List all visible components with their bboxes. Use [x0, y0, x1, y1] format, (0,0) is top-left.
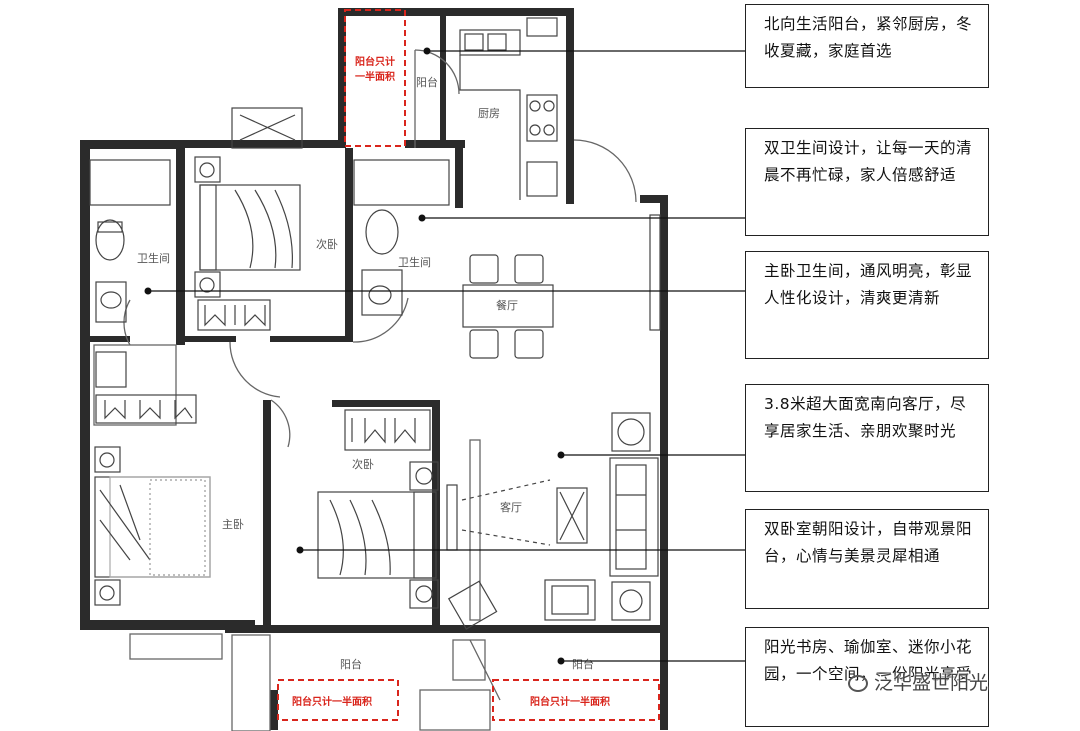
note-north-2: 一半面积 [355, 70, 395, 83]
callout-bedrooms: 双卧室朝阳设计，自带观景阳台，心情与美景灵犀相通 [745, 509, 989, 609]
note-north-1: 阳台只计 [355, 55, 395, 68]
bedroom2-top-furniture [194, 156, 301, 331]
wardrobe-left [95, 351, 197, 424]
living-furniture [446, 214, 661, 630]
label-bath-mid: 卫生间 [398, 255, 431, 269]
balcony-notes: 阳台只计 一半面积 阳台只计一半面积 阳台只计一半面积 [292, 55, 610, 708]
label-kitchen: 厨房 [478, 107, 500, 120]
red-dash-boxes [277, 9, 660, 721]
callout-living-room: 3.8米超大面宽南向客厅，尽享居家生活、亲朋欢聚时光 [745, 384, 989, 492]
label-living: 客厅 [500, 500, 522, 514]
label-bedroom2-mid: 次卧 [352, 457, 374, 471]
callout-sun-room: 阳光书房、瑜伽室、迷你小花园，一个空间，一份阳光享受 [745, 627, 989, 727]
leader-dots [144, 47, 565, 665]
label-balcony-south: 阳台 [340, 657, 362, 671]
room-labels: 阳台 厨房 卫生间 次卧 卫生间 餐厅 次卧 客厅 主卧 阳台 阳台 [137, 75, 594, 671]
interior-lines [93, 49, 637, 731]
kitchen-fixtures [459, 17, 558, 200]
label-bath-left: 卫生间 [137, 251, 170, 265]
label-master: 主卧 [222, 518, 244, 531]
note-south-left: 阳台只计一半面积 [292, 695, 372, 708]
callout-master-bathroom: 主卧卫生间，通风明亮，彰显人性化设计，清爽更清新 [745, 251, 989, 359]
leader-lines [148, 50, 745, 662]
master-bed [94, 446, 211, 606]
callout-north-balcony: 北向生活阳台，紧邻厨房，冬收夏藏，家庭首选 [745, 4, 989, 88]
watermark-text: 泛华盛世阳光 [874, 672, 989, 694]
bedroom2-mid-furniture [317, 409, 439, 609]
label-bedroom2-top: 次卧 [316, 237, 338, 251]
wechat-icon [848, 675, 868, 692]
bathroom-fixtures [89, 107, 450, 323]
label-balcony-south-right: 阳台 [572, 657, 594, 671]
note-south-right: 阳台只计一半面积 [530, 695, 610, 708]
label-balcony-north: 阳台 [416, 75, 438, 89]
watermark: 泛华盛世阳光 [848, 668, 988, 695]
walls [80, 8, 668, 730]
callout-double-bathroom: 双卫生间设计，让每一天的清晨不再忙碌，家人倍感舒适 [745, 128, 989, 236]
dining-furniture [462, 254, 554, 359]
label-dining: 餐厅 [496, 298, 518, 312]
